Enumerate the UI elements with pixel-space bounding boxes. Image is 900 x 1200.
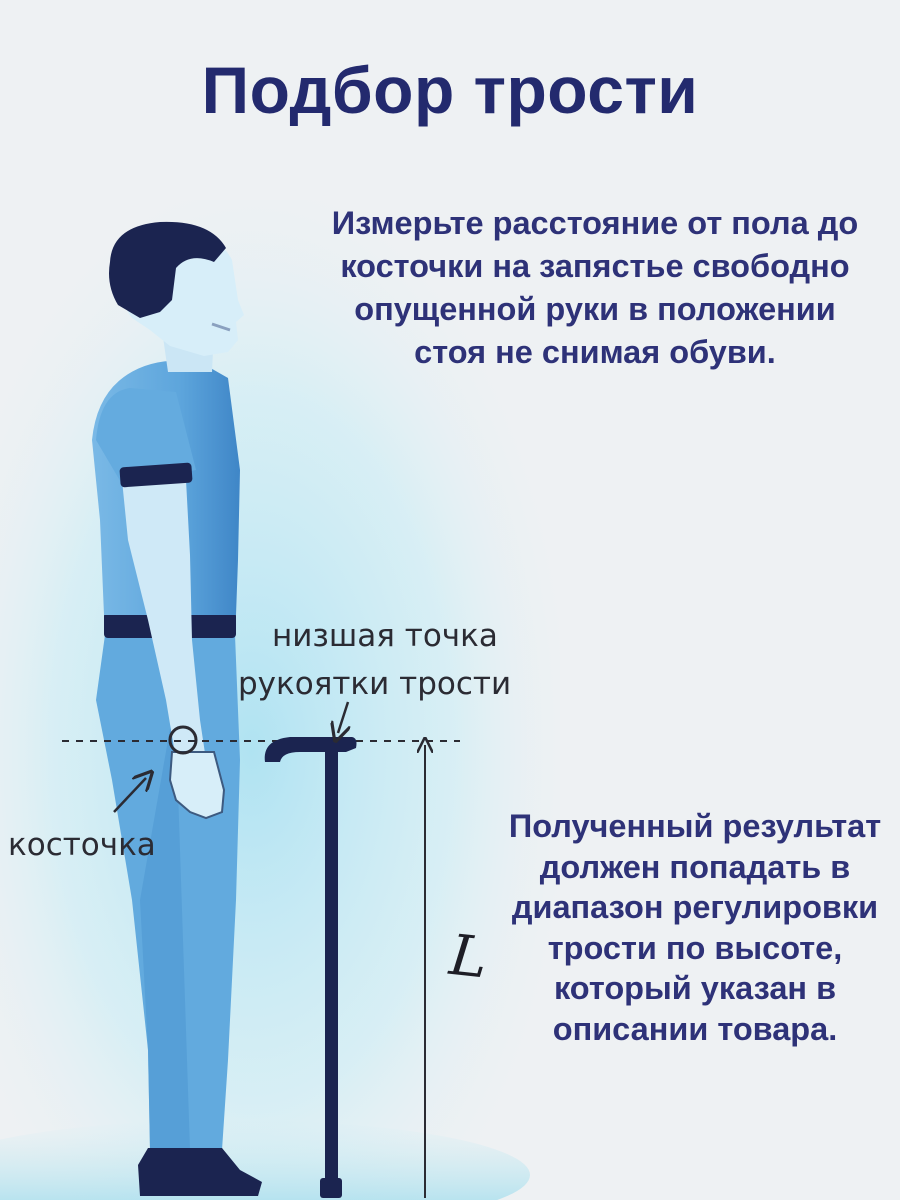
page-title: Подбор трости bbox=[201, 53, 699, 127]
handle-label-line1: низшая точка bbox=[272, 618, 498, 654]
sleeve-cuff bbox=[119, 462, 193, 488]
handle-pointer-arrow bbox=[338, 701, 348, 733]
figure-glow bbox=[0, 200, 560, 1200]
wrist-label: косточка bbox=[8, 827, 156, 863]
instruction-text: Измерьте расстояние от пола до косточки … bbox=[331, 205, 859, 370]
shoe bbox=[138, 1148, 262, 1196]
handle-label-line2: рукоятки трости bbox=[238, 666, 511, 702]
wrist-pointer-arrow bbox=[113, 778, 146, 813]
cane bbox=[264, 737, 357, 1198]
length-label: L bbox=[446, 923, 491, 992]
wrist-bone-marker bbox=[168, 725, 198, 755]
sleeve bbox=[96, 388, 196, 484]
result-text: Полученный результат должен попадать в д… bbox=[508, 808, 882, 1047]
hand bbox=[168, 751, 226, 820]
hair bbox=[109, 221, 226, 318]
person-figure bbox=[92, 221, 262, 1196]
floor-glow bbox=[0, 1120, 530, 1200]
